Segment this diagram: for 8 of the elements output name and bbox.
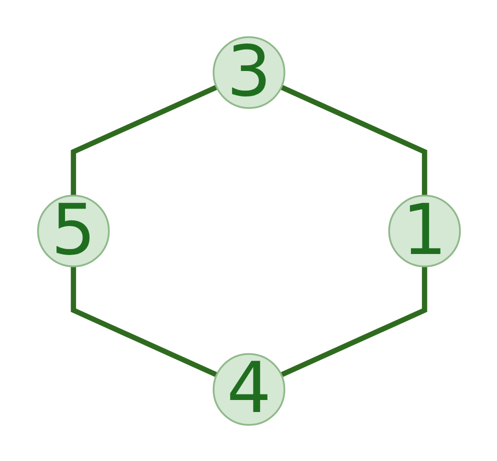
node-circle: 1 [388,194,460,267]
connector [70,84,218,196]
connector [280,266,427,377]
node-circle: 4 [212,352,285,426]
node-circle: 3 [212,36,285,108]
node-circle: 5 [36,194,110,267]
connector [280,84,427,196]
connector [70,266,218,377]
